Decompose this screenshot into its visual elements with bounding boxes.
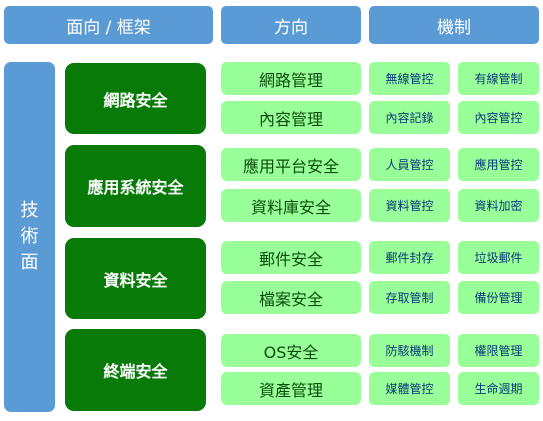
- direction-item: 應用平台安全: [221, 148, 361, 181]
- direction-item: 郵件安全: [221, 241, 361, 274]
- mechanism-item: 存取管制: [369, 281, 450, 314]
- mechanism-item: 垃圾郵件: [458, 241, 539, 274]
- mechanism-item: 有線管制: [458, 62, 539, 95]
- direction-item: 網路管理: [221, 62, 361, 95]
- mechanism-item: 無線管控: [369, 62, 450, 95]
- area-application-security: 應用系統安全: [65, 145, 206, 227]
- mechanism-item: 郵件封存: [369, 241, 450, 274]
- mechanism-item: 生命週期: [458, 372, 539, 405]
- mechanism-item: 資料加密: [458, 189, 539, 222]
- header-aspect: 面向 / 框架: [4, 6, 213, 44]
- header-direction: 方向: [221, 6, 361, 44]
- mechanism-item: 內容管控: [458, 101, 539, 134]
- mechanism-item: 權限管理: [458, 334, 539, 367]
- mechanism-item: 資料管控: [369, 189, 450, 222]
- direction-item: 資料庫安全: [221, 189, 361, 222]
- mechanism-item: 媒體管控: [369, 372, 450, 405]
- mechanism-item: 應用管控: [458, 148, 539, 181]
- mechanism-item: 防駭機制: [369, 334, 450, 367]
- direction-item: 檔案安全: [221, 281, 361, 314]
- direction-item: OS安全: [221, 334, 361, 367]
- mechanism-item: 內容記錄: [369, 101, 450, 134]
- side-label-technical: 技 術 面: [4, 62, 55, 412]
- area-network-security: 網路安全: [65, 63, 206, 134]
- side-label-char: 面: [20, 252, 39, 273]
- mechanism-item: 備份管理: [458, 281, 539, 314]
- area-endpoint-security: 終端安全: [65, 329, 206, 411]
- header-mechanism: 機制: [369, 6, 539, 44]
- direction-item: 內容管理: [221, 101, 361, 134]
- direction-item: 資產管理: [221, 372, 361, 405]
- area-data-security: 資料安全: [65, 238, 206, 319]
- side-label-char: 術: [20, 226, 39, 247]
- side-label-char: 技: [20, 200, 39, 221]
- mechanism-item: 人員管控: [369, 148, 450, 181]
